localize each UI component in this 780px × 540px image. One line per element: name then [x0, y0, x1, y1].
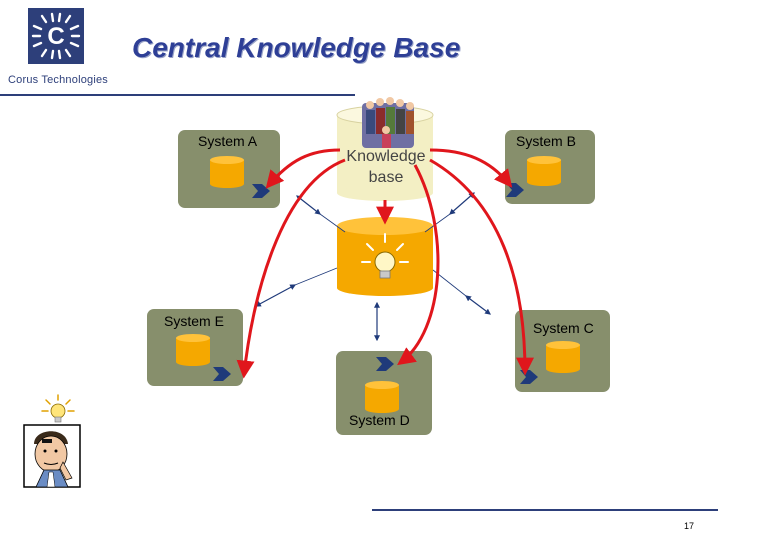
footer-rule [372, 509, 718, 511]
system-e-box [147, 309, 243, 386]
corus-logo: C [28, 8, 84, 64]
blue-connectors [254, 192, 491, 342]
system-b-box [505, 130, 595, 204]
knowledge-base-label-line1: Knowledge [346, 148, 425, 165]
svg-text:C: C [47, 23, 64, 50]
thinking-man-icon [23, 424, 81, 488]
system-a-label: System A [198, 133, 258, 149]
system-e-label: System E [164, 313, 224, 329]
people-crowd-icon [362, 97, 414, 148]
company-name: Corus Technologies [8, 74, 109, 86]
header-rule [0, 94, 355, 96]
system-d-connector [376, 357, 394, 371]
idea-lightbulb-icon [41, 394, 75, 423]
system-b-label: System B [516, 133, 576, 149]
page-number: 17 [684, 521, 695, 531]
system-a-box [178, 130, 280, 208]
lightbulb-icon [361, 233, 409, 279]
knowledge-base-label-line2: base [369, 169, 404, 186]
system-d-label: System D [349, 412, 410, 428]
red-distribution-arrows [236, 148, 534, 379]
system-e-connector [213, 367, 231, 381]
system-d-box [336, 351, 432, 435]
system-c-label: System C [533, 320, 594, 336]
page-title: Central Knowledge Base [132, 32, 461, 63]
system-a-connector [252, 184, 270, 198]
